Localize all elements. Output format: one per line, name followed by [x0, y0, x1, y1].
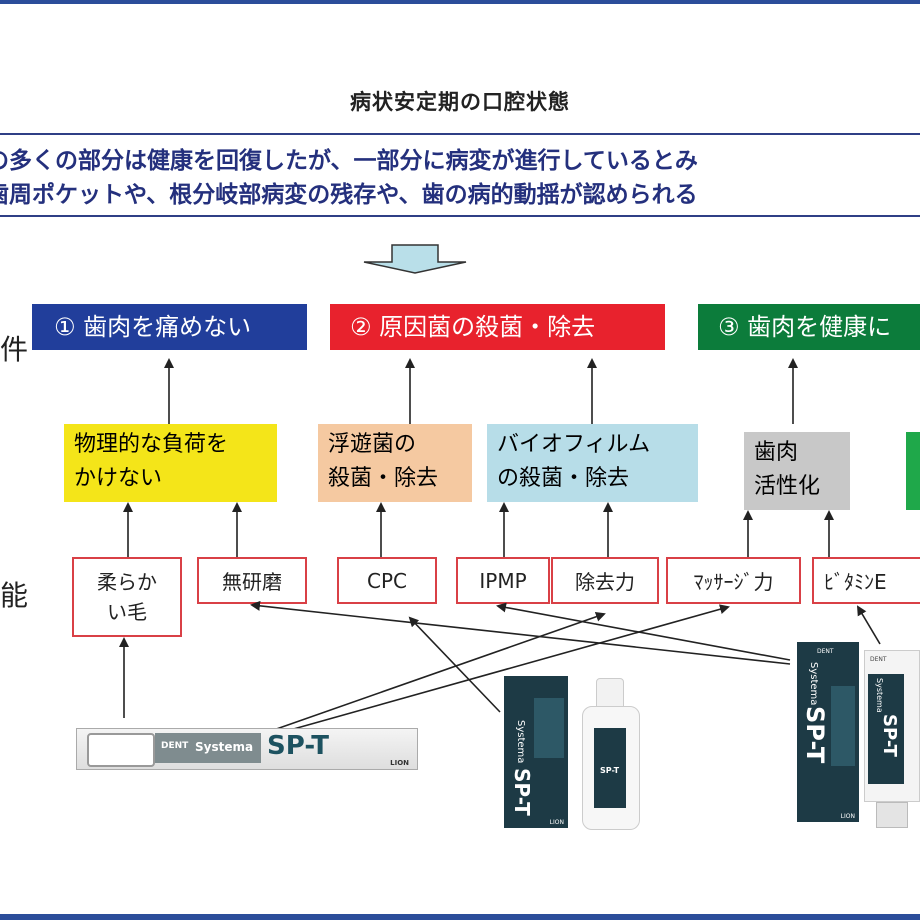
mid-box-floating-bacteria: 浮遊菌の 殺菌・除去	[318, 424, 472, 502]
mid-box-line: 物理的な負荷を	[74, 432, 229, 457]
feature-box-cpc: CPC	[337, 557, 437, 604]
paste-tube-dark-band	[868, 674, 904, 784]
mid-box-line: かけない	[74, 466, 163, 491]
feature-box-massage-power: ﾏｯｻｰｼﾞ力	[666, 557, 801, 604]
mid-box-line: 浮遊菌の	[328, 432, 417, 457]
rinse-bottle-product-name: SP-T	[600, 766, 620, 775]
arrow-pastebox-to-ipmp	[496, 602, 791, 661]
mid-box-line: の殺菌・除去	[497, 466, 630, 491]
side-label-bottom: 能	[0, 579, 29, 612]
arrow-pastebox-to-nonabrasive	[250, 600, 791, 665]
rinse-bottle-label	[594, 728, 626, 808]
toothbrush-brand-label: Systema	[195, 740, 254, 754]
toothbrush-product-image: DENT Systema SP-T LION	[76, 728, 418, 770]
arrow-gel-to-cpc	[408, 616, 501, 713]
gel-box-product-name: SP-T	[510, 768, 534, 816]
goal-box-sterilize-bacteria: ② 原因菌の殺菌・除去	[330, 304, 665, 350]
top-frame-line	[0, 0, 920, 4]
paste-tube-maker-label: DENT	[870, 656, 887, 663]
feature-label: 柔らか	[97, 570, 157, 594]
mid-box-no-physical-load: 物理的な負荷を かけない	[64, 424, 277, 502]
goal-box-gentle-gums: ① 歯肉を痛めない	[32, 304, 307, 350]
paste-tube-brand-label: Systema	[875, 678, 884, 713]
mid-box-line: バイオフィルム	[497, 432, 651, 457]
intro-box: の多くの部分は健康を回復したが、一部分に病変が進行しているとみ 歯周ポケットや、…	[0, 133, 920, 217]
mid-box-cut-off	[906, 432, 920, 510]
down-arrow-icon	[363, 244, 467, 274]
mid-box-gum-activation: 歯肉 活性化	[744, 432, 850, 510]
feature-box-soft-bristles: 柔らか い毛	[72, 557, 182, 637]
bottom-frame-line	[0, 914, 920, 920]
arrow-brush-to-massage	[264, 604, 730, 738]
paste-box-maker-label: DENT	[817, 648, 834, 655]
mid-box-line: 殺菌・除去	[328, 466, 439, 491]
gel-box-front-panel	[534, 698, 564, 758]
toothbrush-company-label: LION	[390, 759, 409, 767]
paste-box-side-panel	[831, 686, 855, 766]
mid-box-biofilm: バイオフィルム の殺菌・除去	[487, 424, 698, 502]
toothbrush-product-name: SP-T	[267, 731, 330, 761]
paste-box-product-name: SP-T	[801, 706, 829, 764]
diagram-title: 病状安定期の口腔状態	[350, 90, 570, 114]
goal-box-healthy-gums: ③ 歯肉を健康に	[698, 304, 920, 350]
toothbrush-window	[87, 733, 155, 767]
gel-box-brand-label: Systema	[515, 720, 526, 764]
feature-box-non-abrasive: 無研磨	[197, 557, 307, 604]
feature-box-vitamin-e: ﾋﾞﾀﾐﾝE	[812, 557, 920, 604]
arrow-tube-to-vitamin	[856, 605, 881, 645]
side-label-top: 件	[0, 333, 29, 366]
intro-line-2: 歯周ポケットや、根分岐部病変の残存や、歯の病的動揺が認められる	[0, 182, 698, 208]
feature-label: い毛	[107, 600, 147, 624]
toothbrush-gray-band	[155, 733, 261, 763]
rinse-bottle-product-image: SP-T	[580, 678, 640, 830]
paste-tube-cap	[876, 802, 908, 828]
paste-tube-product-image: DENT Systema SP-T	[864, 650, 920, 830]
feature-box-removal-power: 除去力	[551, 557, 659, 604]
toothbrush-maker-label: DENT	[161, 741, 189, 751]
gel-box-company-label: LION	[549, 819, 564, 826]
paste-tube-product-name: SP-T	[879, 714, 900, 757]
paste-box-brand-label: Systema	[808, 662, 819, 706]
gel-box-product-image: Systema SP-T LION	[504, 676, 568, 828]
mid-box-line: 歯肉	[754, 440, 799, 465]
mid-box-line: 活性化	[754, 474, 821, 499]
paste-box-company-label: LION	[840, 813, 855, 820]
intro-line-1: の多くの部分は健康を回復したが、一部分に病変が進行しているとみ	[0, 148, 698, 174]
feature-box-ipmp: IPMP	[456, 557, 550, 604]
paste-box-product-image: DENT Systema SP-T LION	[797, 642, 859, 822]
